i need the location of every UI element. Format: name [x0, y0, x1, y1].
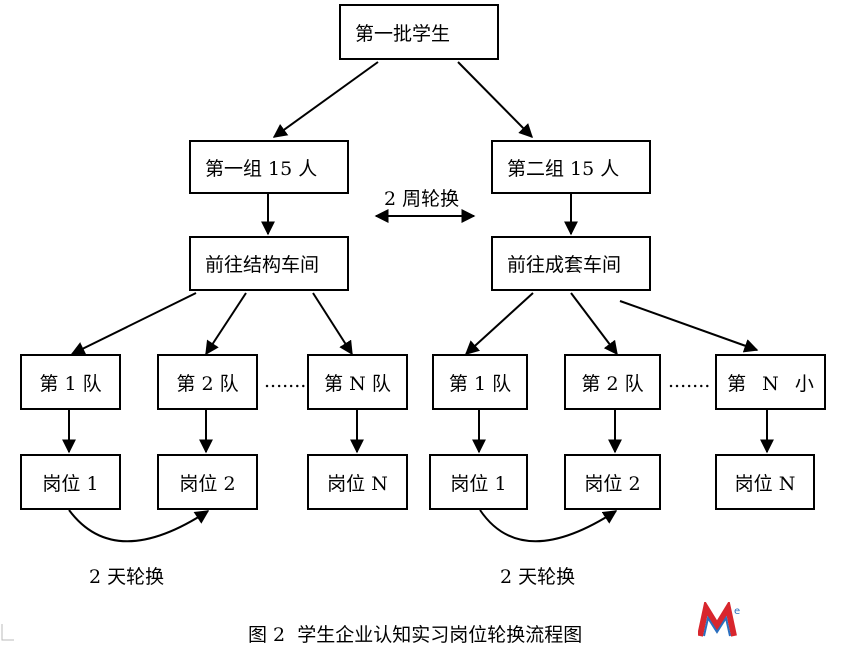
left-post-1: 岗位 1 [20, 454, 121, 510]
corner-mark [1, 624, 14, 641]
figure-caption: 图 2 学生企业认知实习岗位轮换流程图 [248, 624, 583, 646]
left-post-1-label: 岗位 1 [42, 472, 99, 495]
group2-node: 第二组 15 人 [491, 140, 651, 194]
day-rotation-right: 2 天轮换 [500, 566, 576, 588]
right-post-n-label: 岗位 N [734, 472, 796, 495]
arrow-root-to-group2 [457, 61, 533, 138]
rotation-label: 2 周轮换 [384, 188, 460, 210]
left-team-1: 第 1 队 [20, 354, 121, 410]
right-team-1-label: 第 1 队 [448, 372, 512, 395]
right-post-2-label: 岗位 2 [584, 472, 641, 495]
right-team-2: 第 2 队 [564, 354, 661, 410]
root-node: 第一批学生 [339, 4, 499, 60]
group1-label: 第一组 15 人 [205, 157, 318, 180]
workshop1-node: 前往结构车间 [189, 236, 349, 291]
arrow-workshop2-teamN [619, 300, 759, 353]
right-post-1-label: 岗位 1 [450, 472, 507, 495]
left-team-n-label: 第 N 队 [324, 372, 391, 395]
right-post-1: 岗位 1 [429, 454, 528, 510]
group1-node: 第一组 15 人 [189, 140, 349, 194]
right-post-2: 岗位 2 [564, 454, 661, 510]
left-post-n-label: 岗位 N [327, 472, 388, 495]
day-rotation-left: 2 天轮换 [89, 566, 165, 588]
left-team-2-label: 第 2 队 [176, 372, 239, 395]
root-label: 第一批学生 [355, 22, 451, 45]
left-ellipsis: ....... [264, 370, 307, 392]
arrow-workshop2-team2 [570, 292, 618, 356]
curved-arrow-right-post1-to-post2 [479, 509, 618, 543]
publisher-logo: e [697, 600, 744, 640]
svg-text:e: e [734, 606, 740, 617]
arrow-workshop1-team1 [70, 292, 197, 355]
right-team-n: 第 N 小 [715, 354, 826, 410]
workshop1-label: 前往结构车间 [205, 254, 320, 276]
right-team-1: 第 1 队 [432, 354, 528, 410]
left-team-n: 第 N 队 [307, 354, 408, 410]
group2-label: 第二组 15 人 [507, 157, 620, 180]
left-post-2-label: 岗位 2 [179, 472, 236, 495]
left-post-2: 岗位 2 [157, 454, 258, 510]
left-team-1-label: 第 1 队 [39, 372, 102, 395]
arrow-workshop2-team1 [464, 292, 534, 355]
curved-arrow-left-post1-to-post2 [68, 509, 210, 543]
workshop2-node: 前往成套车间 [491, 236, 651, 291]
right-post-n: 岗位 N [715, 454, 815, 510]
me-logo-icon: e [697, 600, 740, 638]
right-team-2-label: 第 2 队 [581, 372, 644, 395]
arrow-workshop1-teamN [312, 292, 353, 356]
arrow-root-to-group1 [272, 61, 379, 138]
right-team-n-label: 第 N 小 [727, 372, 814, 395]
right-ellipsis: ....... [668, 370, 711, 392]
left-post-n: 岗位 N [307, 454, 408, 510]
left-team-2: 第 2 队 [157, 354, 258, 410]
arrow-workshop1-team2 [205, 292, 247, 356]
workshop2-label: 前往成套车间 [507, 254, 622, 276]
